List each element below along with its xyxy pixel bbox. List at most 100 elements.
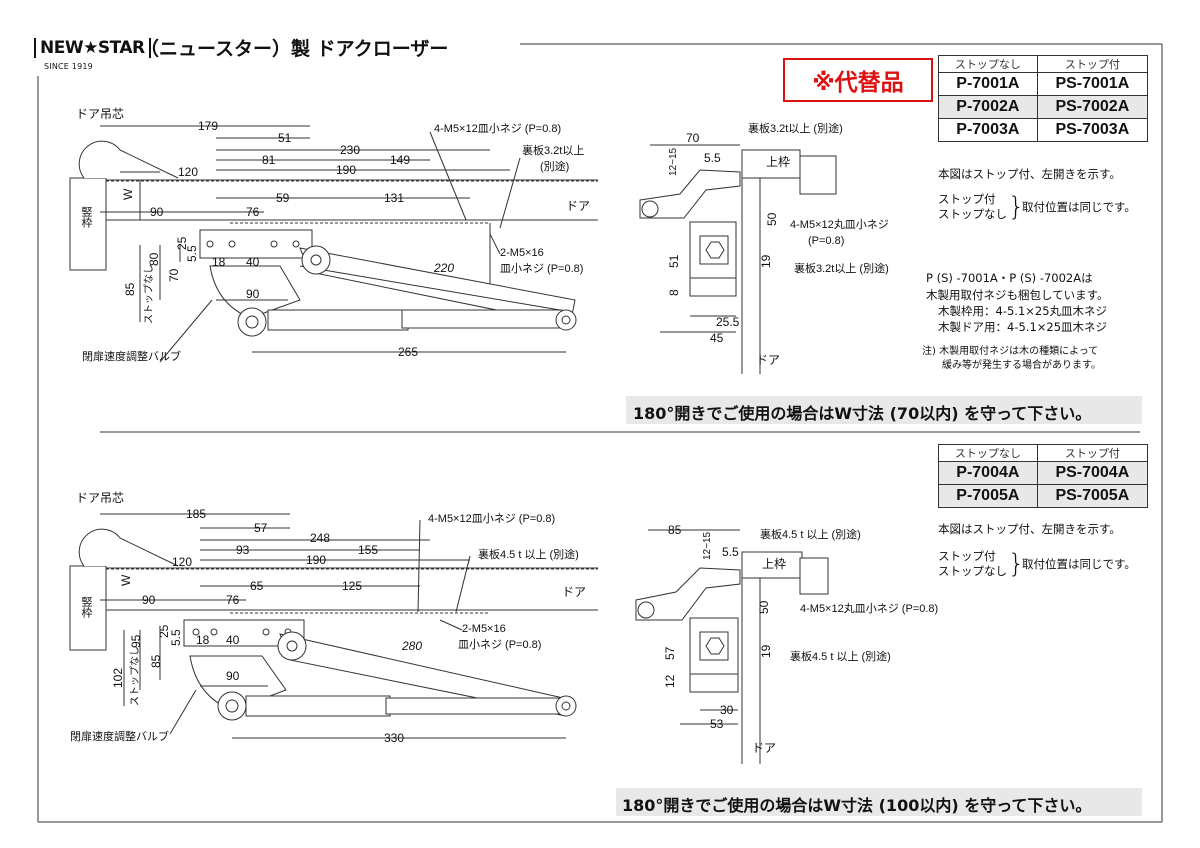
dim-label: 57 xyxy=(663,646,677,660)
dim-label: 93 xyxy=(236,543,250,557)
dim-label: ドア吊芯 xyxy=(76,491,124,505)
dim-label: 25.5 xyxy=(716,315,740,329)
dim-label: 90 xyxy=(226,669,240,683)
jamb-frame xyxy=(69,177,107,271)
note-caution: 注) 木製用取付ネジは木の種類によって xyxy=(922,346,1099,357)
dim-label: ドア xyxy=(566,199,590,213)
dim-label: 90 xyxy=(150,205,164,219)
dim-label: 76 xyxy=(246,205,260,219)
dim-label: 裏板4.5 t 以上 (別途) xyxy=(760,527,861,541)
dim-label: 81 xyxy=(262,153,276,167)
dim-label: 上枠 xyxy=(766,155,790,169)
model-cell: PS-7002A xyxy=(1036,95,1149,119)
dim-label: 竪枠 xyxy=(80,596,93,619)
dim-label: 18 xyxy=(212,255,226,269)
dim-label: 70 xyxy=(686,131,700,145)
dim-label: 30 xyxy=(720,703,734,717)
dim-label: 4-M5×12丸皿小ネジ (P=0.8) xyxy=(800,602,938,615)
dim-label: 5.5 xyxy=(722,545,739,559)
dim-label: 4-M5×12丸皿小ネジ xyxy=(790,218,889,231)
note-same-position-2: 取付位置は同じです。 xyxy=(1022,557,1136,571)
model-cell: PS-7003A xyxy=(1036,118,1149,142)
dim-label: 5.5 xyxy=(185,245,199,262)
dim-label: 265 xyxy=(398,345,418,359)
dim-label: W xyxy=(119,574,133,586)
dim-label: ストップなし xyxy=(143,264,155,324)
dim-label: 185 xyxy=(186,507,206,521)
dim-label: 4-M5×12皿小ネジ (P=0.8) xyxy=(428,512,555,525)
brand-since: SINCE 1919 xyxy=(44,62,93,71)
dim-label: 上枠 xyxy=(762,557,786,571)
model-cell: PS-7001A xyxy=(1036,72,1149,96)
dim-label: 19 xyxy=(759,644,773,658)
note-caution: 緩み等が発生する場合があります。 xyxy=(942,360,1101,371)
dim-label: 裏板4.5 t 以上 (別途) xyxy=(790,649,891,663)
dim-label: 裏板3.2t以上 (別途) xyxy=(748,121,843,135)
dim-label: 5.5 xyxy=(169,629,183,646)
dim-label: 179 xyxy=(198,119,218,133)
dim-label: ドア xyxy=(562,585,586,599)
dim-label: 59 xyxy=(276,191,290,205)
table-header: ストップなし xyxy=(938,444,1038,462)
dim-label: 4-M5×12皿小ネジ (P=0.8) xyxy=(434,122,561,135)
dim-label: 18 xyxy=(196,633,210,647)
dim-label: 90 xyxy=(142,593,156,607)
warning-1: 180°開きでご使用の場合はW寸法 (70以内) を守って下さい。 xyxy=(633,404,1092,423)
dim-label: 125 xyxy=(342,579,362,593)
dim-label: (別途) xyxy=(540,159,569,173)
model-cell: P-7001A xyxy=(938,72,1038,96)
dim-label: 90 xyxy=(246,287,260,301)
dim-label: 220 xyxy=(433,261,454,275)
dim-label: 280 xyxy=(401,639,422,653)
model-cell: PS-7004A xyxy=(1036,461,1149,485)
dim-label: 85 xyxy=(668,523,682,537)
dim-label: 2-M5×16 xyxy=(462,623,506,635)
dim-label: 19 xyxy=(759,254,773,268)
dim-label: 190 xyxy=(336,163,356,177)
note-wood: 木製枠用：4-5.1×25丸皿木ネジ xyxy=(938,304,1108,318)
dim-label: 竪枠 xyxy=(80,206,93,229)
dim-label: 65 xyxy=(250,579,264,593)
note-figure-2: 本図はストップ付、左開きを示す。 xyxy=(938,522,1121,536)
dim-label: 25 xyxy=(175,236,189,250)
table-header: ストップなし xyxy=(938,55,1038,73)
dim-label: 40 xyxy=(226,633,240,647)
table-header: ストップ付 xyxy=(1036,55,1149,73)
dim-label: ドア xyxy=(756,353,780,367)
dim-label: 40 xyxy=(246,255,260,269)
dim-label: (P=0.8) xyxy=(808,235,844,247)
brace-icon: } xyxy=(1008,192,1025,222)
dim-label: 裏板4.5 t 以上 (別途) xyxy=(478,547,579,561)
dim-label: 閉扉速度調整バルブ xyxy=(70,729,169,743)
dim-label: 裏板3.2t以上 xyxy=(522,143,584,157)
dim-label: 12~15 xyxy=(702,531,713,560)
dim-label: 12 xyxy=(663,674,677,688)
dim-label: 51 xyxy=(667,254,681,268)
dim-label: ドア xyxy=(752,741,776,755)
model-cell: P-7003A xyxy=(938,118,1038,142)
dim-label: ストップなし xyxy=(129,646,141,706)
note-same-position-1: 取付位置は同じです。 xyxy=(1022,200,1136,214)
dim-label: 50 xyxy=(757,600,771,614)
dim-label: 8 xyxy=(667,289,681,296)
model-cell: PS-7005A xyxy=(1036,484,1149,508)
note-wood: 木製用取付ネジも梱包しています。 xyxy=(926,288,1109,302)
dim-label: 閉扉速度調整バルブ xyxy=(82,349,181,363)
dim-label: 12~15 xyxy=(668,147,679,176)
newstar-logo: NEW★STAR xyxy=(34,38,151,58)
dim-label: 2-M5×16 xyxy=(500,247,544,259)
brace-icon: } xyxy=(1008,549,1025,579)
dim-label: 120 xyxy=(172,555,192,569)
note-stop-without-2: ストップなし xyxy=(938,564,1007,578)
dim-label: 102 xyxy=(111,668,125,688)
dim-label: 皿小ネジ (P=0.8) xyxy=(500,262,583,275)
dim-label: 85 xyxy=(123,282,137,296)
dim-label: ドア吊芯 xyxy=(76,107,124,121)
dim-label: 155 xyxy=(358,543,378,557)
model-cell: P-7005A xyxy=(938,484,1038,508)
dim-label: 120 xyxy=(178,165,198,179)
dim-label: 76 xyxy=(226,593,240,607)
